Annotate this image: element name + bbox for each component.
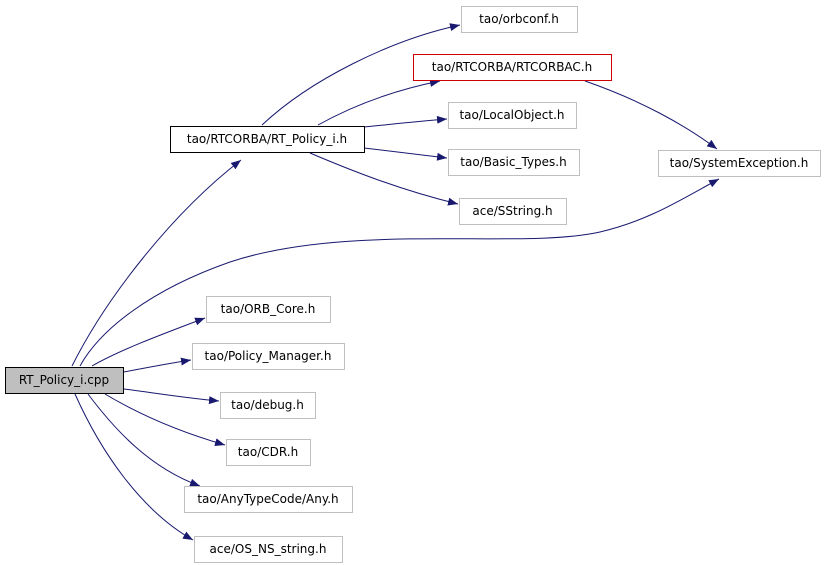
node-debug_h[interactable]: tao/debug.h: [220, 392, 316, 419]
node-rt_policy_cpp[interactable]: RT_Policy_i.cpp: [5, 367, 124, 394]
node-box: [413, 54, 612, 81]
edge-rt_policy_cpp-to-os_ns_string_h: [74, 393, 194, 541]
node-box: [194, 536, 343, 563]
edge-rt_policy_cpp-to-debug_h: [123, 388, 220, 405]
node-box: [226, 439, 311, 466]
node-label: tao/RTCORBA/RT_Policy_i.h: [187, 132, 347, 146]
node-label: tao/LocalObject.h: [459, 108, 564, 122]
node-box: [206, 296, 331, 323]
edges-layer: [71, 23, 720, 541]
edge-rt_policy_h-to-sstring_h: [309, 152, 459, 206]
edge-rt_policy_h-to-basic_types_h: [363, 147, 448, 161]
node-basic_types_h[interactable]: tao/Basic_Types.h: [448, 149, 580, 176]
node-label: tao/ORB_Core.h: [221, 302, 316, 316]
node-label: tao/SystemException.h: [670, 156, 809, 170]
edge-rtcorbac_h-to-systemexception_h: [584, 80, 718, 150]
node-label: tao/orbconf.h: [479, 12, 559, 26]
node-rtcorbac_h[interactable]: tao/RTCORBA/RTCORBAC.h: [413, 54, 612, 81]
edge-rt_policy_h-to-localobject_h: [363, 115, 448, 128]
node-sstring_h[interactable]: ace/SString.h: [459, 198, 567, 225]
node-box: [459, 198, 567, 225]
node-box: [5, 367, 124, 394]
node-box: [448, 102, 577, 129]
node-label: tao/Policy_Manager.h: [205, 349, 332, 363]
edge-rt_policy_cpp-to-rt_policy_h: [71, 159, 242, 367]
edge-rt_policy_h-to-rtcorbac_h: [317, 79, 441, 126]
node-os_ns_string_h[interactable]: ace/OS_NS_string.h: [194, 536, 343, 563]
node-localobject_h[interactable]: tao/LocalObject.h: [448, 102, 577, 129]
nodes-layer: RT_Policy_i.cpp tao/RTCORBA/RT_Policy_i.h…: [5, 6, 821, 563]
node-box: [184, 486, 353, 513]
edge-rt_policy_h-to-orbconf_h: [261, 23, 461, 126]
node-box: [192, 343, 345, 370]
node-box: [170, 126, 365, 153]
node-orbconf_h[interactable]: tao/orbconf.h: [461, 6, 578, 33]
node-label: tao/Basic_Types.h: [460, 155, 566, 169]
node-label: ace/OS_NS_string.h: [210, 542, 327, 556]
node-box: [448, 149, 580, 176]
node-box: [461, 6, 578, 33]
node-label: tao/RTCORBA/RTCORBAC.h: [432, 60, 592, 74]
node-policy_manager_h[interactable]: tao/Policy_Manager.h: [192, 343, 345, 370]
node-rt_policy_h[interactable]: tao/RTCORBA/RT_Policy_i.h: [170, 126, 365, 153]
edge-rt_policy_cpp-to-any_h: [87, 393, 201, 487]
node-label: RT_Policy_i.cpp: [19, 373, 109, 387]
edge-rt_policy_cpp-to-orb_core_h: [91, 317, 206, 367]
node-label: ace/SString.h: [472, 204, 552, 218]
node-any_h[interactable]: tao/AnyTypeCode/Any.h: [184, 486, 353, 513]
node-label: tao/debug.h: [231, 398, 304, 412]
node-label: tao/AnyTypeCode/Any.h: [197, 492, 338, 506]
node-box: [658, 150, 821, 177]
node-label: tao/CDR.h: [238, 445, 298, 459]
edge-rt_policy_cpp-to-policy_manager_h: [123, 357, 192, 373]
edge-rt_policy_cpp-to-cdr_h: [104, 393, 226, 447]
edge-rt_policy_cpp-to-systemexception_h: [79, 178, 720, 367]
node-box: [220, 392, 316, 419]
node-orb_core_h[interactable]: tao/ORB_Core.h: [206, 296, 331, 323]
node-systemexception_h[interactable]: tao/SystemException.h: [658, 150, 821, 177]
node-cdr_h[interactable]: tao/CDR.h: [226, 439, 311, 466]
